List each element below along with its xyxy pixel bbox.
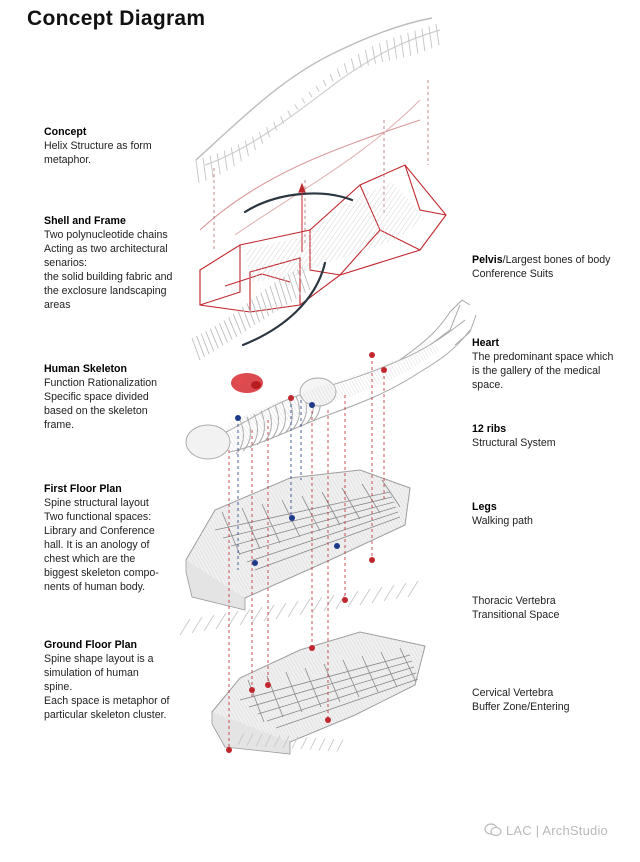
- note-line: particular skeleton cluster.: [44, 709, 167, 721]
- note-line: Each space is metaphor of: [44, 695, 170, 707]
- lower-ribs: [179, 580, 419, 752]
- note-line: metaphor.: [44, 154, 92, 166]
- node-marker: [369, 352, 375, 358]
- spine-ribs: [191, 267, 311, 361]
- note-line: is the gallery of the medical: [472, 365, 601, 377]
- page-title: Concept Diagram: [27, 7, 206, 30]
- watermark: LAC | ArchStudio: [484, 823, 608, 838]
- note-line: Buffer Zone/Entering: [472, 701, 570, 713]
- node-marker: [342, 597, 348, 603]
- note-line: chest which are the: [44, 553, 136, 565]
- node-markers: [226, 352, 387, 753]
- note-line: biggest skeleton compo-: [44, 567, 159, 579]
- note-concept: Concept Helix Structure as form metaphor…: [44, 125, 204, 167]
- concept-curves: [199, 99, 421, 236]
- note-line: Acting as two architectural: [44, 243, 168, 255]
- note-first-floor-plan: First Floor Plan Spine structural layout…: [44, 482, 204, 594]
- heart-marker: [231, 373, 263, 393]
- note-12-ribs: 12 ribs Structural System: [472, 422, 637, 450]
- center-arrow: [298, 182, 306, 252]
- note-line: Spine structural layout: [44, 497, 149, 509]
- note-line: Spine shape layout is a: [44, 653, 154, 665]
- node-marker: [249, 687, 255, 693]
- connector-lines: [228, 355, 385, 750]
- note-line: Conference Suits: [472, 268, 554, 280]
- note-legs: Legs Walking path: [472, 500, 637, 528]
- note-heart-bold: Heart: [472, 337, 500, 349]
- note-line: Structural System: [472, 437, 556, 449]
- note-line: simulation of human: [44, 667, 139, 679]
- node-marker: [265, 682, 271, 688]
- note-12-ribs-bold: 12 ribs: [472, 423, 507, 435]
- note-line: based on the skeleton: [44, 405, 148, 417]
- dark-curves: [241, 192, 354, 347]
- note-first-floor-plan-heading: First Floor Plan: [44, 483, 122, 495]
- shell-hatch: [245, 182, 425, 282]
- note-line: frame.: [44, 419, 75, 431]
- watermark-text: LAC | ArchStudio: [506, 823, 608, 838]
- node-marker: [289, 515, 295, 521]
- node-marker: [226, 747, 232, 753]
- node-marker: [288, 395, 294, 401]
- note-line: Library and Conference: [44, 525, 155, 537]
- node-marker: [369, 557, 375, 563]
- note-line: nents of human body.: [44, 581, 146, 593]
- note-shell-frame-heading: Shell and Frame: [44, 215, 126, 227]
- note-thoracic-vertebra: Thoracic Vertebra Transitional Space: [472, 594, 637, 622]
- note-line: Two functional spaces:: [44, 511, 152, 523]
- note-human-skeleton: Human Skeleton Function Rationalization …: [44, 362, 204, 432]
- note-line: hall. It is an anology of: [44, 539, 150, 551]
- node-marker: [334, 543, 340, 549]
- note-line: space.: [472, 379, 504, 391]
- connector-lines-dark: [237, 398, 302, 570]
- note-line: the exclosure landscaping: [44, 285, 167, 297]
- note-line: Function Rationalization: [44, 377, 158, 389]
- note-cervical-rest: Cervical Vertebra: [472, 687, 554, 699]
- first-floor-plan: [185, 469, 411, 611]
- note-heart: Heart The predominant space which is the…: [472, 336, 637, 392]
- note-thoracic-rest: Thoracic Vertebra: [472, 595, 556, 607]
- dna-helix: [195, 17, 441, 184]
- note-ground-floor-plan: Ground Floor Plan Spine shape layout is …: [44, 638, 204, 722]
- note-line: the solid building fabric and: [44, 271, 173, 283]
- node-marker: [235, 415, 241, 421]
- note-pelvis-bold: Pelvis: [472, 254, 503, 266]
- note-line: senarios:: [44, 257, 87, 269]
- note-human-skeleton-heading: Human Skeleton: [44, 363, 128, 375]
- note-pelvis: Pelvis/Largest bones of body Conference …: [472, 253, 637, 281]
- note-line: Transitional Space: [472, 609, 560, 621]
- note-pelvis-rest: /Largest bones of body: [502, 254, 611, 266]
- note-concept-heading: Concept: [44, 126, 87, 138]
- note-line: Walking path: [472, 515, 533, 527]
- skeleton-hatch: [226, 340, 440, 452]
- note-legs-bold: Legs: [472, 501, 497, 513]
- node-marker: [309, 645, 315, 651]
- note-line: areas: [44, 299, 71, 311]
- note-line: The predominant space which: [472, 351, 614, 363]
- node-marker: [381, 367, 387, 373]
- node-marker: [325, 717, 331, 723]
- note-shell-frame: Shell and Frame Two polynucleotide chain…: [44, 214, 204, 312]
- note-line: Helix Structure as form: [44, 140, 152, 152]
- note-line: Two polynucleotide chains: [44, 229, 168, 241]
- note-line: spine.: [44, 681, 73, 693]
- wechat-icon: [484, 823, 502, 837]
- node-marker: [252, 560, 258, 566]
- ground-floor-plan: [211, 631, 426, 755]
- node-marker: [309, 402, 315, 408]
- note-line: Specific space divided: [44, 391, 149, 403]
- note-ground-floor-plan-heading: Ground Floor Plan: [44, 639, 137, 651]
- note-cervical-vertebra: Cervical Vertebra Buffer Zone/Entering: [472, 686, 637, 714]
